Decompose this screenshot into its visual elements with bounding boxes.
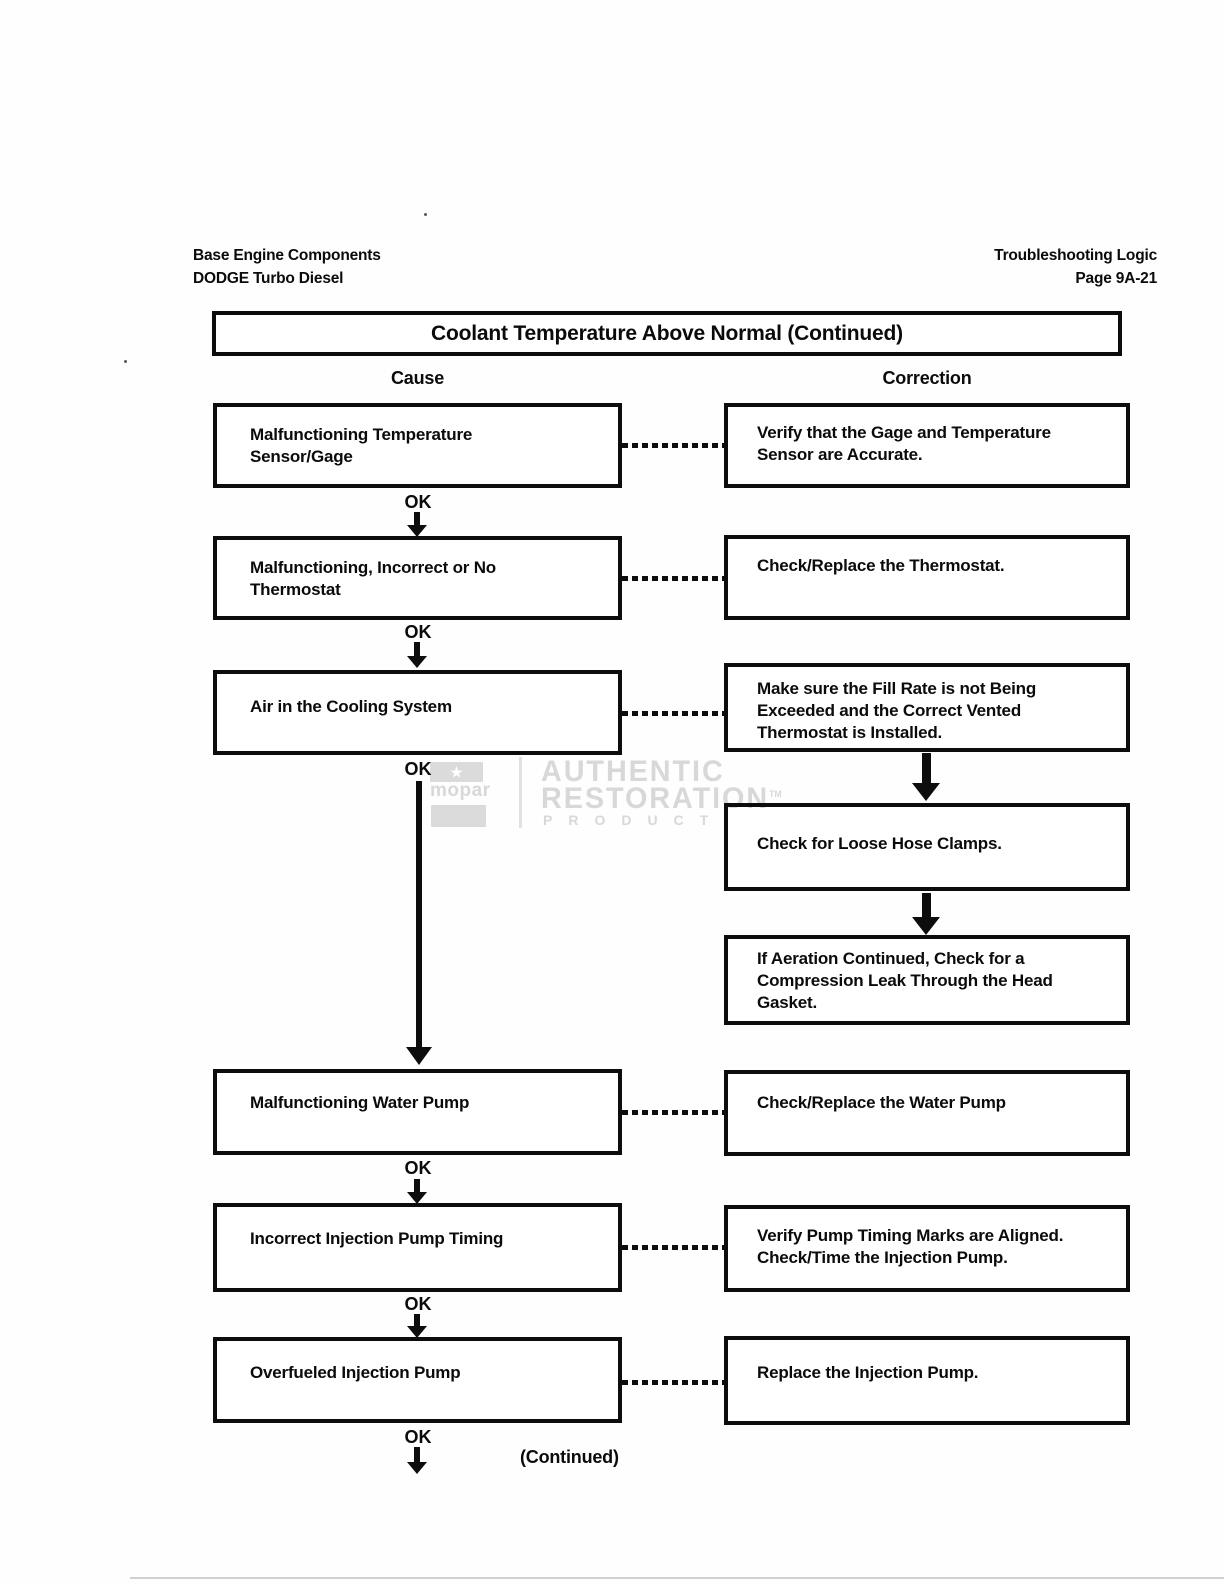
long-down-arrow-icon (406, 781, 432, 1065)
ok-label: OK (404, 1158, 432, 1178)
column-header-cause: Cause (390, 368, 445, 388)
cause-box-temperature-sensor: Malfunctioning Temperature Sensor/Gage (213, 403, 622, 488)
dashed-connector (622, 576, 724, 581)
correction-box-hose-clamps: Check for Loose Hose Clamps. (724, 803, 1130, 891)
header-right: Troubleshooting Logic Page 9A-21 (994, 247, 1157, 287)
watermark-divider (519, 757, 522, 828)
continued-label: (Continued) (520, 1447, 619, 1467)
correction-box-timing-marks: Verify Pump Timing Marks are Aligned. Ch… (724, 1205, 1130, 1292)
cause-box-thermostat: Malfunctioning, Incorrect or No Thermost… (213, 536, 622, 620)
down-arrow-icon (404, 642, 430, 668)
watermark-line2: RESTORATIONTM (541, 784, 782, 814)
cause-box-pump-timing: Incorrect Injection Pump Timing (213, 1203, 622, 1292)
ok-label: OK (404, 622, 432, 642)
correction-box-replace-thermostat: Check/Replace the Thermostat. (724, 535, 1130, 620)
dashed-connector (622, 1110, 724, 1115)
cause-box-water-pump: Malfunctioning Water Pump (213, 1069, 622, 1155)
scan-speck (124, 360, 127, 363)
dashed-connector (622, 1245, 724, 1250)
column-header-correction: Correction (882, 368, 972, 388)
ok-label: OK (404, 1294, 432, 1314)
dashed-connector (622, 443, 724, 448)
header-left: Base Engine Components DODGE Turbo Diese… (193, 247, 381, 287)
correction-box-verify-gage: Verify that the Gage and Temperature Sen… (724, 403, 1130, 488)
down-arrow-icon (404, 512, 430, 537)
thick-down-arrow-icon (912, 893, 940, 935)
down-arrow-icon (404, 1314, 430, 1338)
cause-box-air-in-cooling: Air in the Cooling System (213, 670, 622, 755)
mopar-logo-bar (431, 805, 486, 827)
ok-label: OK (404, 492, 432, 512)
cause-box-overfueled-pump: Overfueled Injection Pump (213, 1337, 622, 1423)
flowchart-title: Coolant Temperature Above Normal (Contin… (212, 311, 1122, 356)
watermark-line3: PRODUCT (543, 812, 725, 828)
dashed-connector (622, 1380, 724, 1385)
thick-down-arrow-icon (912, 753, 940, 801)
down-arrow-icon (404, 1179, 430, 1204)
down-arrow-icon (404, 1447, 430, 1474)
correction-box-replace-injection-pump: Replace the Injection Pump. (724, 1336, 1130, 1425)
mopar-wordmark: mopar (430, 780, 491, 801)
dashed-connector (622, 711, 724, 716)
ok-label: OK (404, 759, 432, 779)
watermark-restoration-text: RESTORATION (541, 782, 770, 815)
correction-box-fill-rate: Make sure the Fill Rate is not Being Exc… (724, 663, 1130, 752)
mopar-pentastar-icon: ★ (430, 762, 483, 782)
correction-box-replace-water-pump: Check/Replace the Water Pump (724, 1070, 1130, 1156)
scan-speck (424, 213, 427, 216)
pentastar-glyph: ★ (450, 764, 463, 780)
ok-label: OK (404, 1427, 432, 1447)
correction-box-head-gasket: If Aeration Continued, Check for a Compr… (724, 935, 1130, 1025)
trademark-symbol: TM (769, 789, 782, 799)
scan-edge-line (130, 1577, 1224, 1579)
watermark-line1: AUTHENTIC (541, 755, 725, 788)
